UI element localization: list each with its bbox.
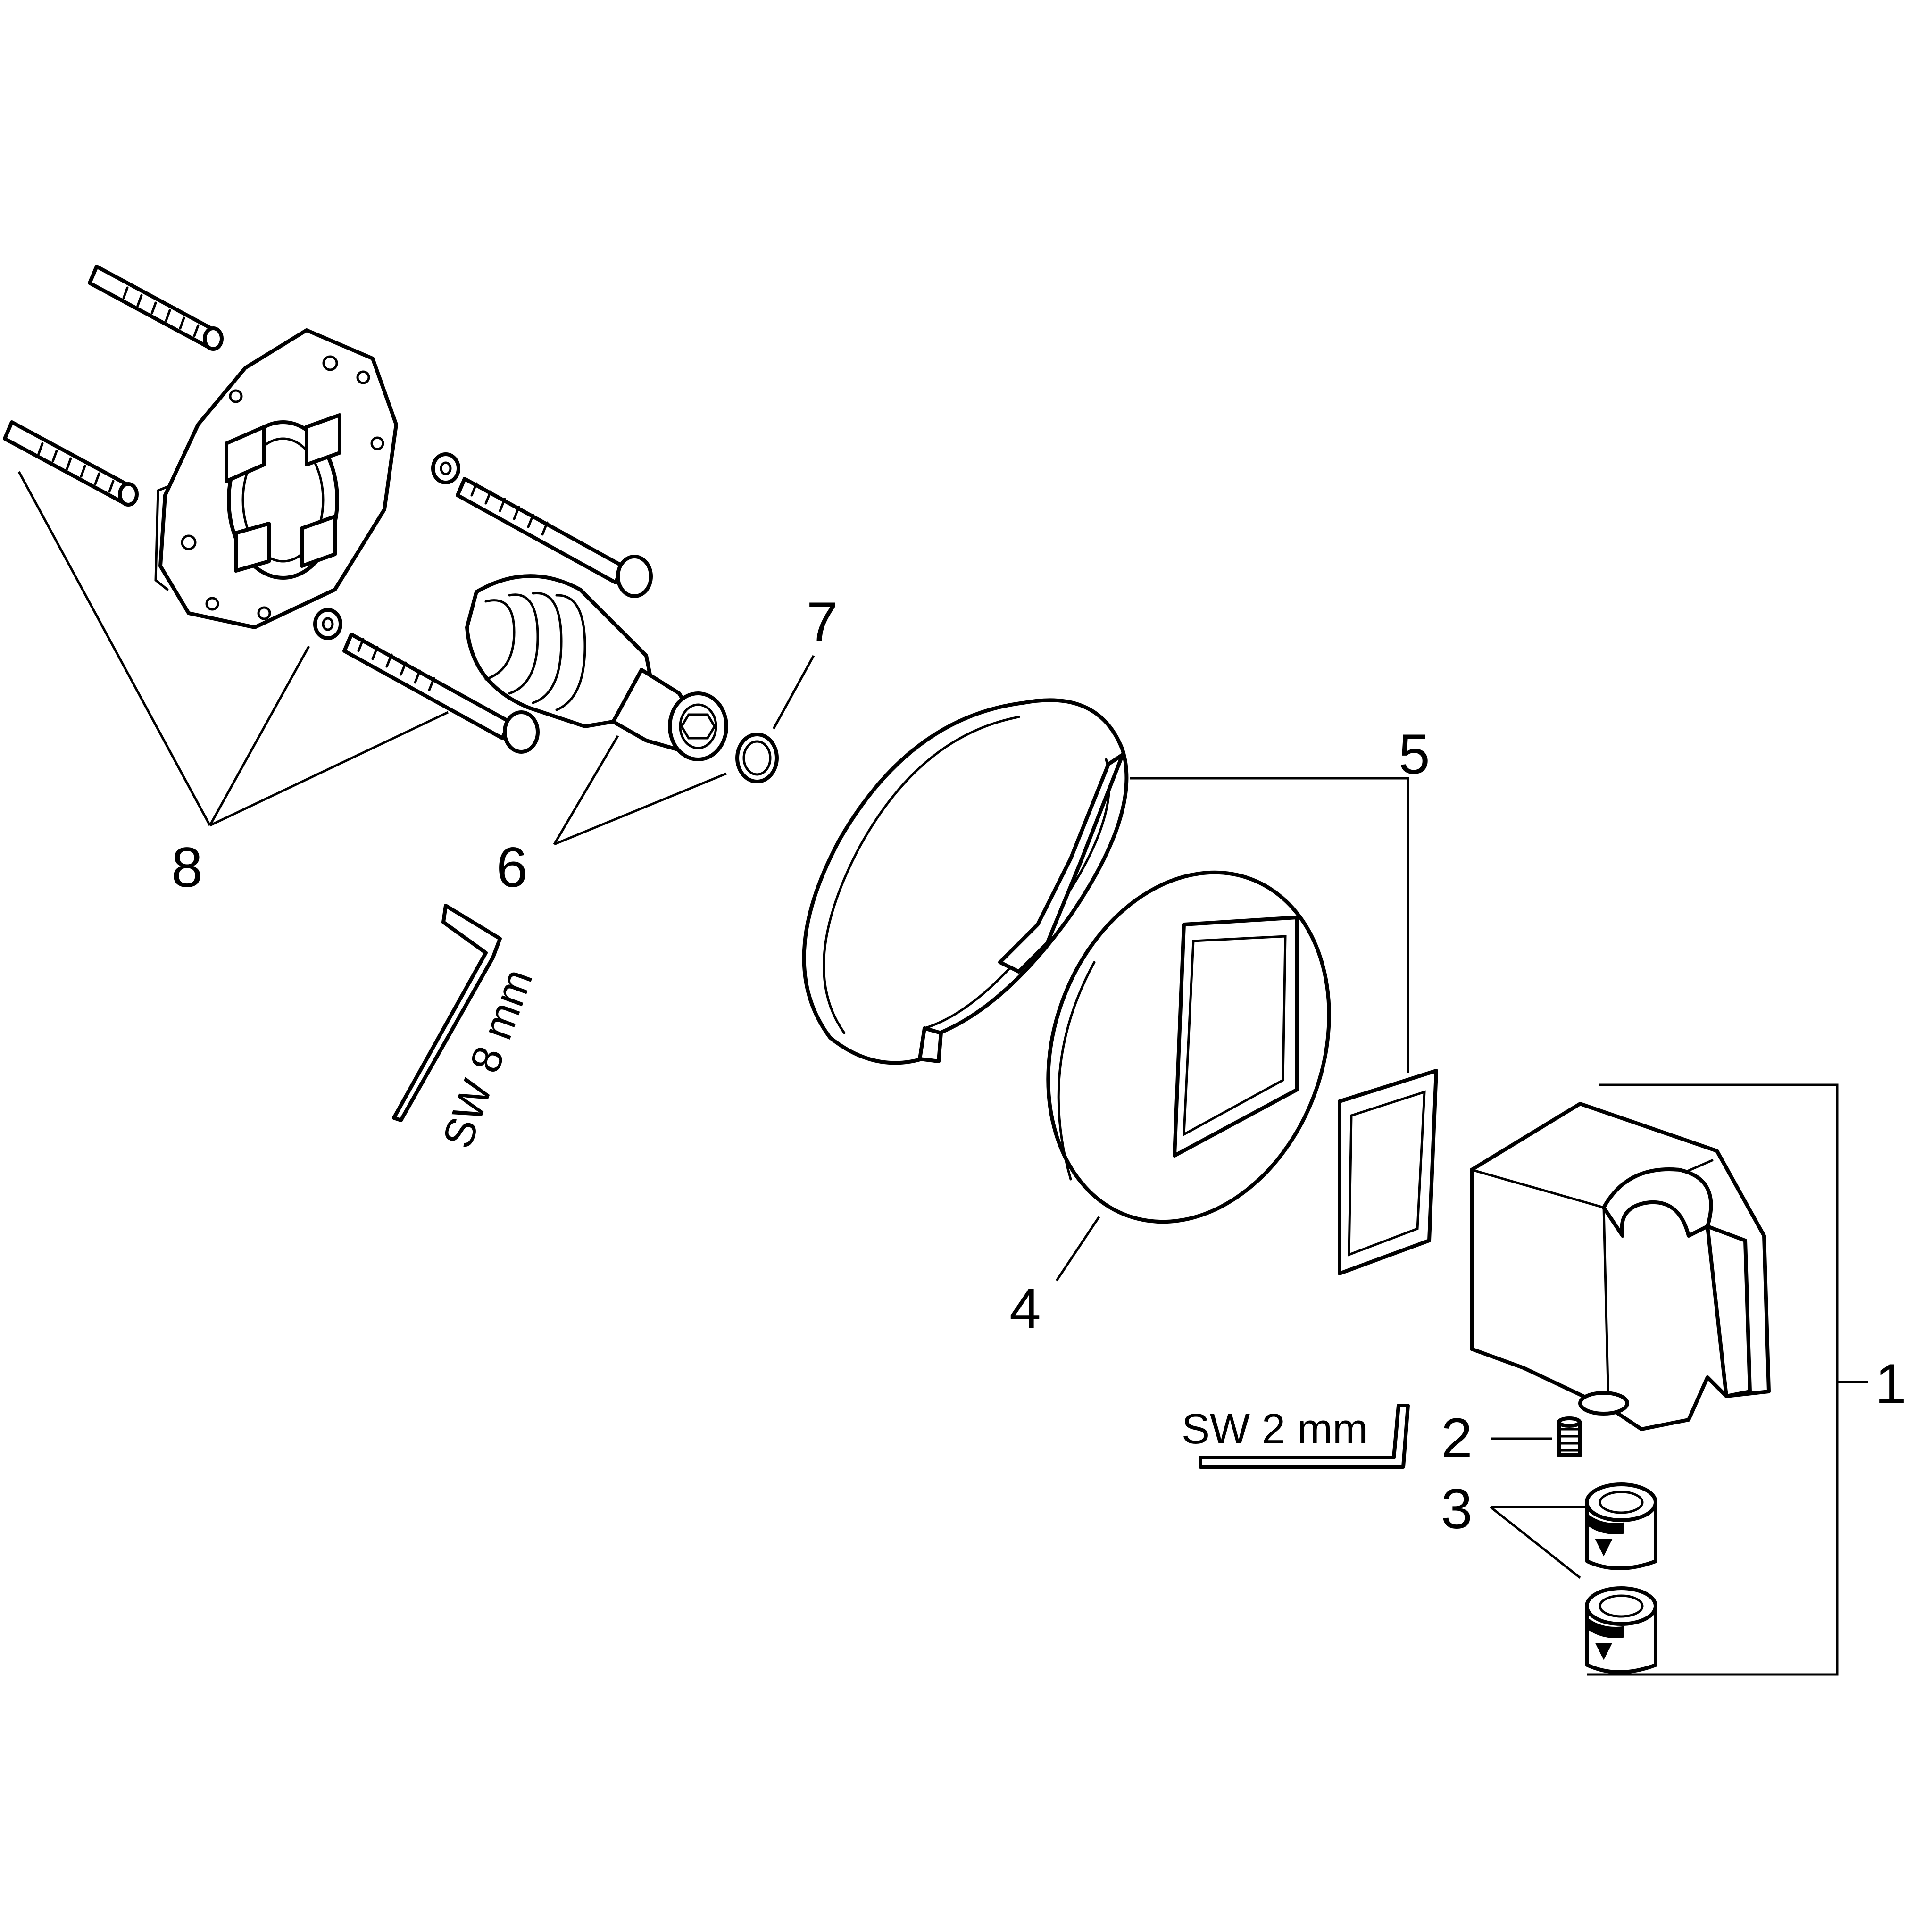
callout-6: 6 [496, 836, 528, 899]
sealing-ring [802, 698, 1129, 1065]
washer-bottom [313, 608, 342, 640]
washer-top [431, 452, 460, 484]
hex-key-large-label: SW 8 mm [434, 963, 542, 1154]
wall-dowel-bottom [3, 420, 139, 507]
callout-8: 8 [171, 836, 203, 899]
flow-restrictor-2 [1585, 1586, 1657, 1674]
hex-key-small: SW 2 mm [1182, 1404, 1410, 1469]
flow-restrictor-1 [1585, 1482, 1657, 1570]
cover-plate [1046, 870, 1331, 1224]
gasket-frame [1338, 1069, 1438, 1275]
mounting-kit [3, 265, 653, 754]
hex-key-large: SW 8 mm [392, 904, 542, 1154]
callout-7: 7 [807, 591, 838, 654]
hex-key-small-label: SW 2 mm [1182, 1406, 1368, 1453]
callout-4: 4 [1009, 1277, 1041, 1340]
callout-3: 3 [1441, 1477, 1473, 1541]
wall-dowel-top [88, 265, 224, 351]
grub-screw [1557, 1416, 1582, 1457]
shower-holder [1470, 1102, 1771, 1431]
leader-lines [17, 471, 1868, 1676]
mounting-plate [154, 328, 398, 629]
screw-top [456, 477, 653, 598]
callout-1: 1 [1875, 1352, 1907, 1416]
callout-2: 2 [1441, 1407, 1473, 1470]
callout-5: 5 [1399, 723, 1430, 786]
connection-body [465, 574, 728, 761]
screw-bottom [342, 633, 540, 754]
o-ring [735, 733, 779, 783]
callout-numbers: 8 6 7 5 4 1 2 3 [171, 591, 1907, 1541]
